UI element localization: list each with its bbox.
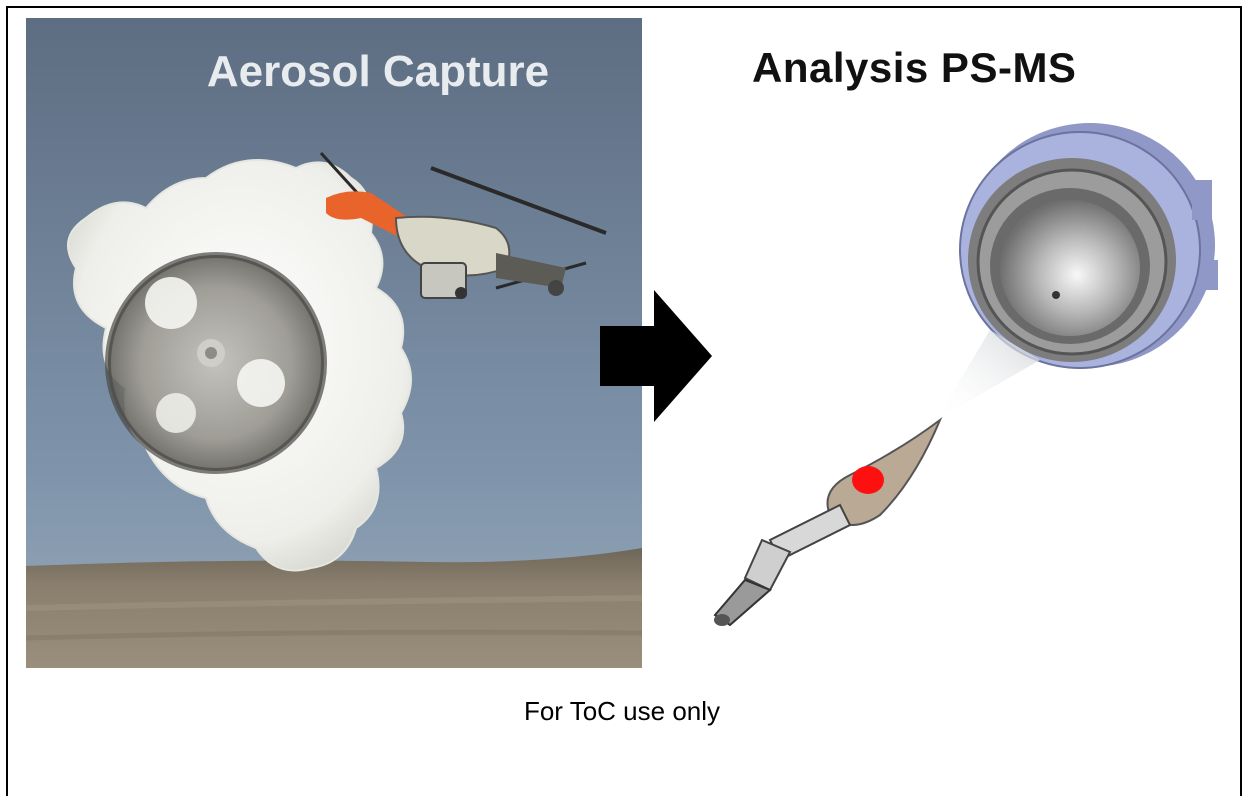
aerosol-capture-panel: Aerosol Capture (26, 18, 642, 668)
left-title: Aerosol Capture (207, 47, 549, 96)
right-title: Analysis PS-MS (752, 44, 1077, 91)
right-arrow-icon (600, 290, 712, 422)
ps-ms-device (713, 123, 1218, 627)
paper-spray-probe-icon (713, 417, 943, 627)
ground (26, 548, 642, 668)
aerosol-scene: Aerosol Capture (26, 18, 642, 668)
sample-spot (852, 466, 884, 494)
spray-plume (936, 330, 1040, 420)
ms-inlet-icon (959, 123, 1218, 369)
drone-icon (319, 151, 607, 299)
figure-frame (6, 6, 1242, 796)
caption: For ToC use only (523, 696, 721, 726)
